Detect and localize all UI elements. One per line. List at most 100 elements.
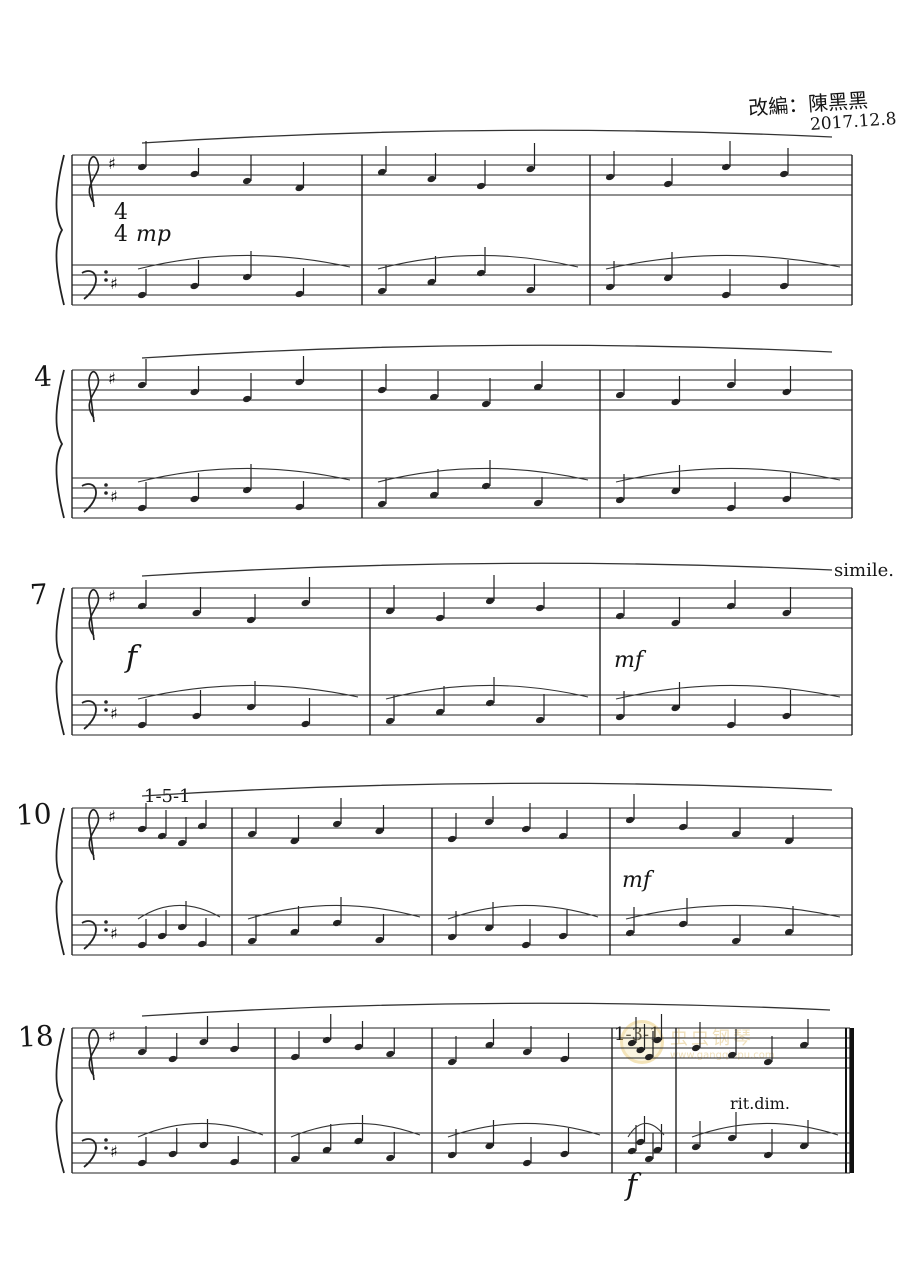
note-head: [625, 929, 635, 937]
note-head: [721, 163, 731, 171]
note-head: [779, 170, 789, 178]
note-head: [247, 937, 257, 945]
bass-clef-dot: [104, 1146, 108, 1150]
note-head: [678, 920, 688, 928]
key-signature-sharp-icon: ♯: [108, 369, 116, 388]
key-signature-sharp-icon: ♯: [110, 704, 118, 723]
note-head: [560, 1150, 569, 1158]
brace-icon: [55, 369, 65, 519]
time-signature-bottom: 4: [114, 222, 128, 247]
note-head: [197, 940, 207, 948]
note-head: [447, 933, 457, 941]
note-head: [485, 1142, 494, 1150]
bass-slur: [385, 684, 589, 700]
note-head: [377, 287, 387, 295]
phrase-slur: [141, 562, 833, 577]
note-head: [137, 825, 147, 833]
note-head: [435, 614, 445, 622]
note-head: [558, 932, 568, 940]
note-head: [177, 923, 187, 931]
note-head: [636, 1046, 645, 1054]
note-head: [731, 830, 741, 838]
note-head: [558, 832, 568, 840]
phrase-slur: [141, 344, 833, 359]
note-head: [727, 1051, 737, 1059]
note-head: [605, 283, 615, 291]
note-head: [615, 713, 625, 721]
note-head: [763, 1058, 773, 1066]
note-head: [190, 495, 199, 503]
note-head: [481, 482, 491, 490]
note-head: [242, 486, 252, 494]
note-head: [799, 1142, 809, 1150]
brace-icon: [55, 154, 65, 306]
bass-clef-dot: [104, 483, 108, 487]
note-head: [332, 919, 342, 927]
note-head: [726, 602, 736, 610]
treble-clef-icon: [88, 371, 100, 423]
note-head: [177, 839, 187, 847]
bass-clef-icon: [81, 483, 97, 513]
note-head: [522, 1048, 532, 1056]
key-signature-sharp-icon: ♯: [108, 587, 116, 606]
note-head: [615, 391, 625, 399]
note-head: [322, 1146, 331, 1154]
note-head: [784, 928, 794, 936]
key-signature-sharp-icon: ♯: [110, 274, 118, 293]
fingering-1-5-1: 1-5-1: [144, 786, 191, 807]
note-head: [653, 1036, 662, 1044]
note-head: [137, 602, 147, 610]
note-head: [377, 386, 387, 394]
note-head: [779, 282, 789, 290]
note-head: [242, 177, 252, 185]
note-head: [192, 609, 201, 617]
note-head: [295, 290, 304, 298]
note-head: [484, 924, 494, 932]
note-head: [246, 703, 256, 711]
note-head: [784, 837, 794, 845]
note-head: [242, 273, 252, 281]
note-head: [137, 1159, 147, 1167]
note-head: [782, 609, 791, 617]
note-head: [671, 487, 680, 495]
phrase-slur: [141, 782, 833, 797]
bass-slur: [137, 1122, 264, 1138]
bass-slur: [377, 467, 589, 483]
note-head: [290, 928, 299, 936]
treble-clef-icon: [88, 589, 100, 641]
treble-clef-icon: [88, 809, 100, 861]
note-head: [447, 1058, 457, 1066]
note-head: [653, 1146, 662, 1154]
note-head: [190, 388, 199, 396]
note-head: [726, 721, 736, 729]
note-head: [481, 400, 491, 408]
note-head: [731, 937, 741, 945]
bass-slur: [615, 684, 841, 700]
bass-clef-icon: [81, 700, 97, 730]
note-head: [429, 491, 439, 499]
bass-slur: [615, 467, 841, 483]
note-head: [671, 619, 680, 627]
note-head: [192, 712, 201, 720]
note-head: [782, 388, 791, 396]
note-head: [521, 941, 531, 949]
key-signature-sharp-icon: ♯: [110, 487, 118, 506]
note-head: [485, 597, 495, 605]
key-signature-sharp-icon: ♯: [108, 154, 116, 173]
note-head: [726, 504, 736, 512]
note-head: [447, 835, 457, 843]
note-head: [290, 837, 299, 845]
note-head: [386, 1050, 395, 1058]
note-head: [521, 825, 531, 833]
note-head: [727, 1134, 737, 1142]
note-head: [663, 180, 673, 188]
note-head: [354, 1043, 363, 1051]
note-head: [636, 1138, 645, 1146]
note-head: [644, 1155, 654, 1163]
note-head: [190, 282, 199, 290]
bass-clef-dot: [104, 700, 108, 704]
note-head: [447, 1151, 457, 1159]
watermark-logo-icon: [620, 1020, 664, 1064]
note-head: [242, 395, 252, 403]
bass-slur: [691, 1122, 839, 1138]
